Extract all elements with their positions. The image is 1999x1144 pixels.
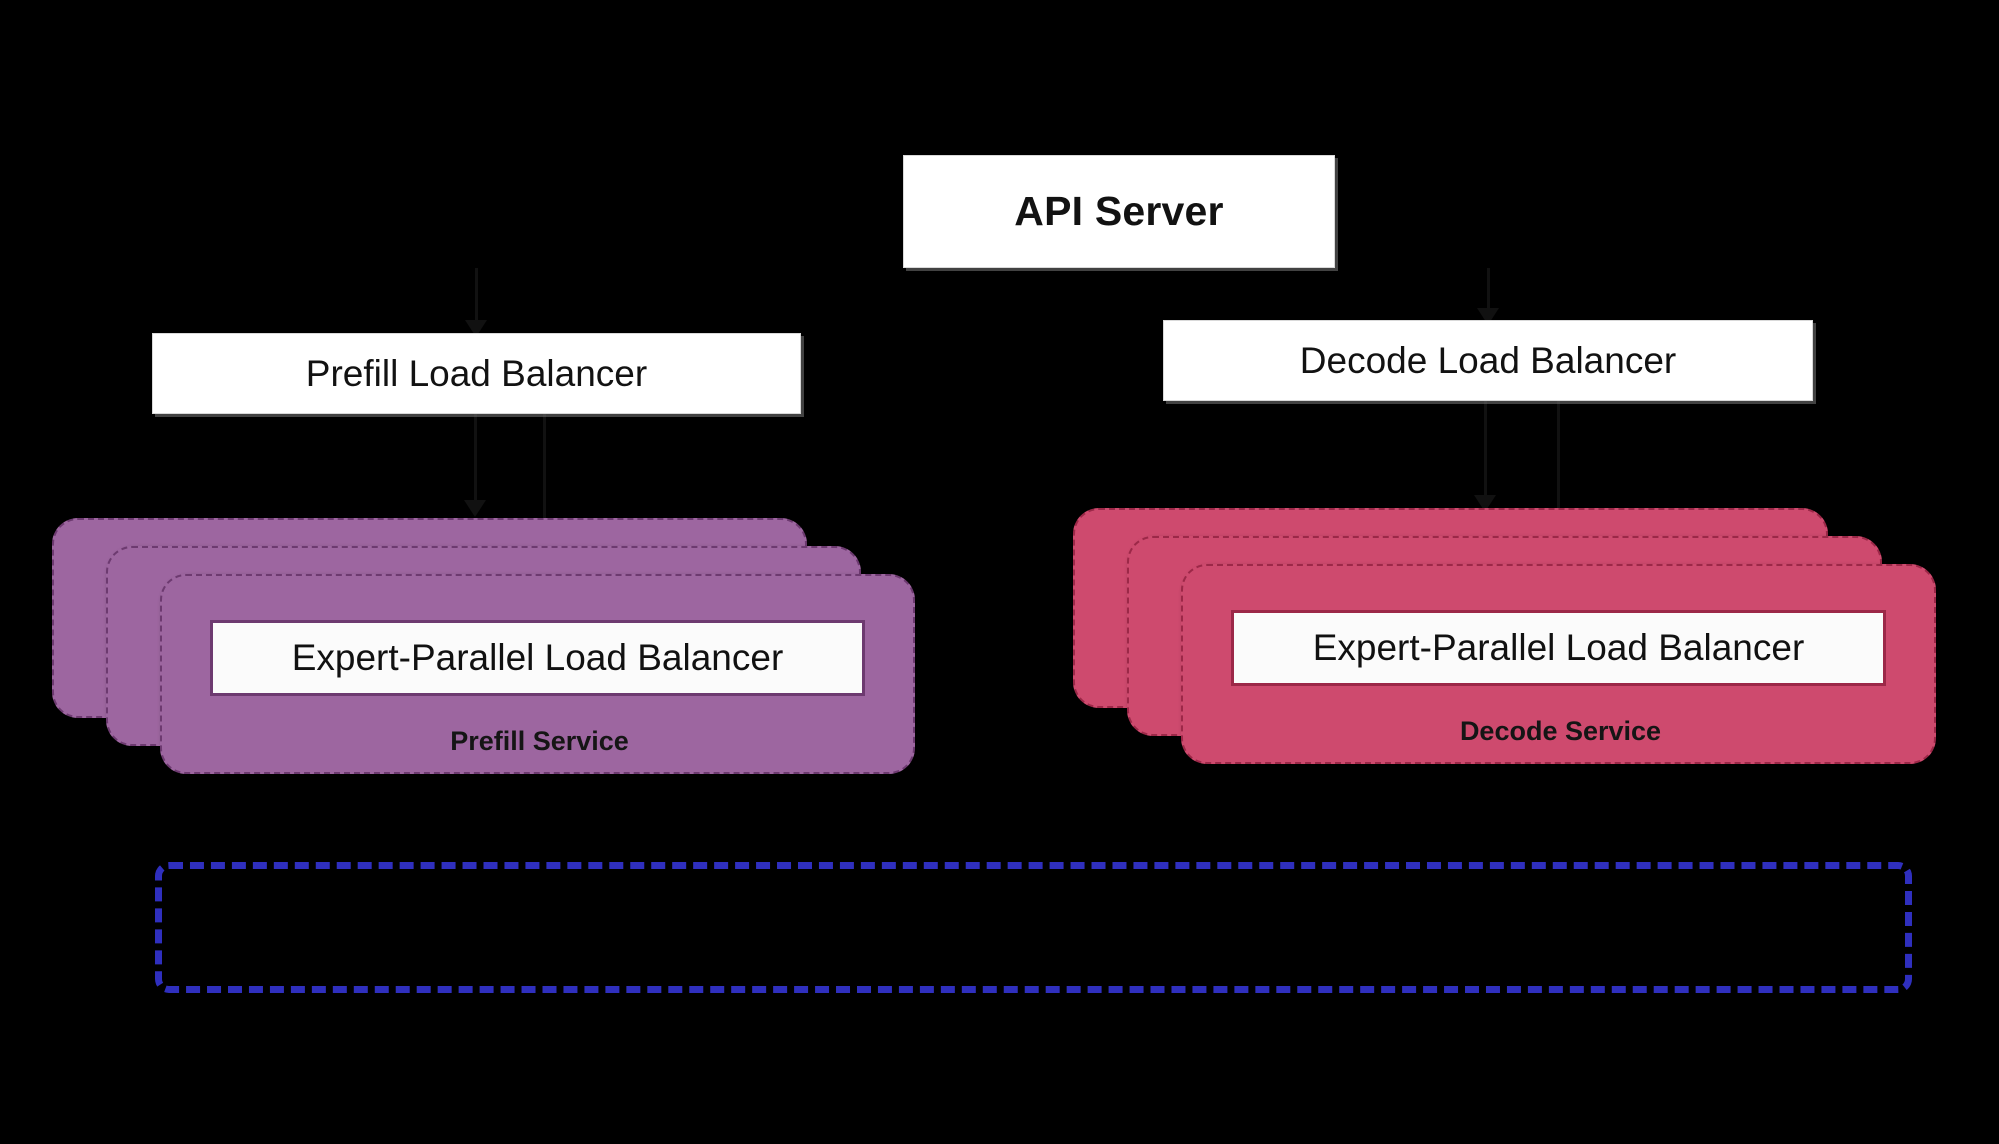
decode-service-replica-front[interactable]: Expert-Parallel Load Balancer Decode Ser… xyxy=(1181,564,1936,764)
connector-api-to-prefill-arrowhead xyxy=(465,320,487,337)
prefill-load-balancer-label: Prefill Load Balancer xyxy=(305,352,648,394)
prefill-load-balancer-node[interactable]: Prefill Load Balancer xyxy=(152,333,801,414)
connector-decode-lb-down-b xyxy=(1557,400,1560,545)
decode-expert-parallel-load-balancer-label: Expert-Parallel Load Balancer xyxy=(1312,627,1805,668)
connector-prefill-lb-down-b xyxy=(543,413,546,548)
connector-api-to-prefill-vertical xyxy=(475,268,478,334)
connector-prefill-lb-down-a-arrowhead xyxy=(464,500,486,517)
connector-decode-lb-down-a-arrowhead xyxy=(1474,495,1496,512)
decode-load-balancer-label: Decode Load Balancer xyxy=(1299,339,1677,381)
prefill-expert-parallel-load-balancer-label: Expert-Parallel Load Balancer xyxy=(291,637,784,678)
bottom-dashed-container[interactable] xyxy=(155,862,1912,993)
connector-prefill-lb-down-a xyxy=(474,413,477,509)
prefill-service-label: Prefill Service xyxy=(450,726,629,756)
decode-load-balancer-node[interactable]: Decode Load Balancer xyxy=(1163,320,1813,401)
connector-decode-lb-down-a xyxy=(1484,400,1487,504)
api-server-label: API Server xyxy=(1014,188,1224,234)
prefill-expert-parallel-load-balancer-box[interactable]: Expert-Parallel Load Balancer xyxy=(210,620,865,696)
api-server-node[interactable]: API Server xyxy=(903,155,1335,268)
decode-service-label: Decode Service xyxy=(1459,716,1662,746)
decode-expert-parallel-load-balancer-box[interactable]: Expert-Parallel Load Balancer xyxy=(1231,610,1886,686)
prefill-service-replica-front[interactable]: Expert-Parallel Load Balancer Prefill Se… xyxy=(160,574,915,774)
connector-api-to-decode-vertical xyxy=(1487,268,1490,322)
